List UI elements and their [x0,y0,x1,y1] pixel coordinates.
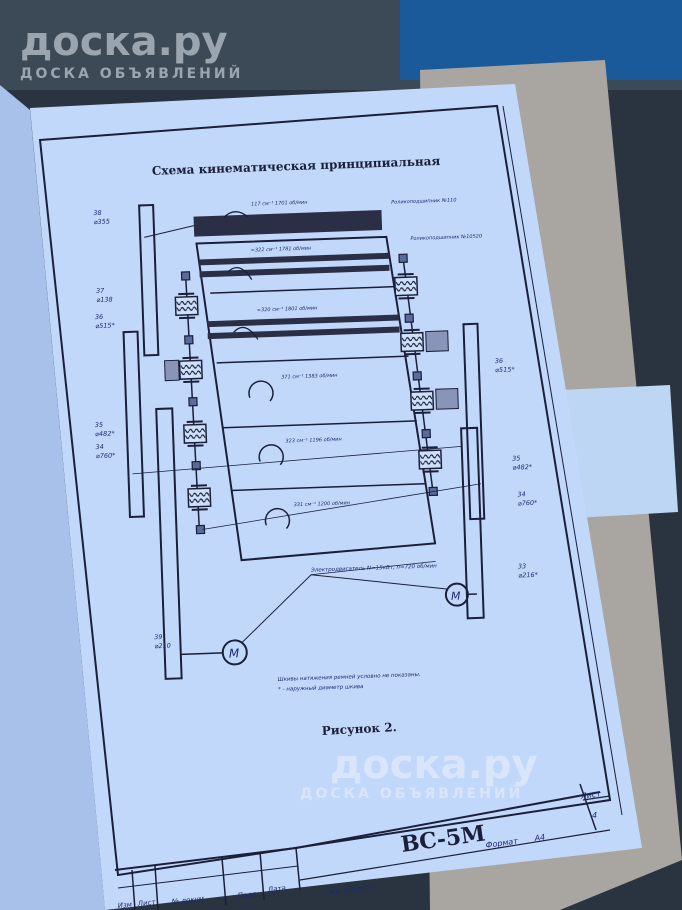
svg-text:Роликоподшипник №10520: Роликоподшипник №10520 [410,234,482,242]
svg-text:⌀216*: ⌀216* [518,571,539,580]
speed-labels: 117 см⁻¹ 1701 об/мин ≈322 см⁻¹ 1781 об/м… [251,197,483,508]
watermark-tagline-top: ДОСКА ОБЪЯВЛЕНИЙ [20,65,243,82]
note-1: Шкивы натяжения ремней условно не показа… [278,672,421,683]
svg-text:⌀515*: ⌀515* [495,365,516,374]
svg-text:371 см⁻¹ 1383 об/мин: 371 см⁻¹ 1383 об/мин [281,373,338,381]
svg-text:⌀355: ⌀355 [94,218,111,227]
note-2: * - наружный диаметр шкива [278,684,364,693]
machine-frame [195,235,437,562]
svg-text:⌀210: ⌀210 [154,642,171,651]
paper-tab [560,385,678,518]
frame-line [502,105,623,816]
kinematic-diagram: M M 38⌀355 37⌀138 36⌀515* 35⌀482* 34⌀760… [93,197,539,693]
svg-text:35: 35 [512,454,521,462]
left-page [0,85,105,910]
pulley-labels: 38⌀355 37⌀138 36⌀515* 35⌀482* 34⌀760* 39… [93,209,539,651]
svg-text:34: 34 [517,490,526,498]
svg-text:⌀760*: ⌀760* [96,451,117,460]
svg-text:⌀138: ⌀138 [96,295,113,304]
pulley-33 [460,426,485,620]
format-value: A4 [533,833,546,844]
svg-text:35: 35 [95,421,104,429]
col-doc: № докум [170,895,205,907]
svg-text:34: 34 [95,443,104,451]
col-sign: Подп [237,890,257,900]
svg-text:38: 38 [93,209,102,217]
svg-text:≈320 см⁻¹ 1801 об/мин: ≈320 см⁻¹ 1801 об/мин [257,305,318,313]
svg-text:⌀760*: ⌀760* [518,499,539,508]
svg-text:Роликоподшипник №110: Роликоподшипник №110 [391,197,457,205]
watermark-logo-top: доска.ру [20,19,228,65]
copied-label: Копировал [329,882,376,897]
sheet-label: Лист [579,789,602,801]
pulley-38 [138,203,160,357]
title-block: ВС-5М Лист 4 Формат A4 Копировал Изм Лис… [114,783,611,910]
svg-text:36: 36 [495,357,504,365]
document-page [30,84,642,910]
svg-text:331 см⁻¹ 1200 об/мин: 331 см⁻¹ 1200 об/мин [294,500,351,508]
col-izm: Изм [117,900,133,910]
svg-text:⌀482*: ⌀482* [95,429,116,438]
drawing-frame [38,104,612,877]
svg-text:37: 37 [96,287,105,295]
pulley-36-left [122,330,146,519]
svg-text:117 см⁻¹ 1701 об/мин: 117 см⁻¹ 1701 об/мин [251,200,308,208]
pulley-39 [155,407,183,680]
top-drum [193,210,383,237]
watermark-logo-bottom: доска.ру [330,742,538,788]
svg-text:33: 33 [518,562,527,570]
svg-text:36: 36 [95,313,104,321]
sheet-number: 4 [592,811,597,820]
figure-caption: Рисунок 2. [321,720,397,738]
motor-label: Электродвигатель N=15кВт, n=720 об/мин [310,563,437,573]
pulley-36-right [462,322,486,521]
svg-text:323 см⁻¹ 1196 об/мин: 323 см⁻¹ 1196 об/мин [285,437,342,445]
motor-left [221,639,248,666]
svg-text:39: 39 [154,633,163,641]
watermark-tagline-bottom: ДОСКА ОБЪЯВЛЕНИЙ [300,785,523,802]
motor-left-symbol: M [229,646,240,660]
svg-text:⌀515*: ⌀515* [95,321,116,330]
svg-text:⌀482*: ⌀482* [512,463,533,472]
svg-text:≈322 см⁻¹ 1781 об/мин: ≈322 см⁻¹ 1781 об/мин [251,245,312,253]
col-list: Лист [136,898,156,908]
col-date: Дата [266,884,286,894]
motor-right-symbol: M [451,590,461,603]
